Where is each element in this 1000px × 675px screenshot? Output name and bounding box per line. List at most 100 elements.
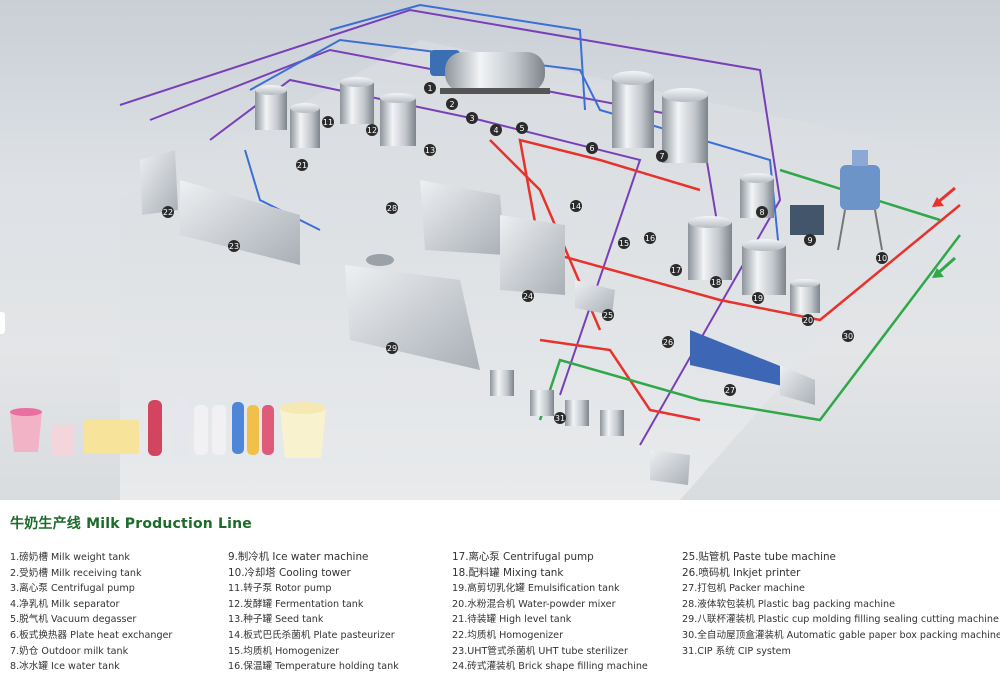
badge-number: 18 — [711, 278, 721, 287]
legend-item: 4.净乳机 Milk separator — [10, 598, 120, 610]
badge-9: 9 — [804, 234, 816, 246]
badge-23: 23 — [228, 240, 240, 252]
badge-11: 11 — [322, 116, 334, 128]
badge-27: 27 — [724, 384, 736, 396]
badge-number: 27 — [725, 386, 735, 395]
cip-system-tanks — [490, 370, 624, 436]
badge-17: 17 — [670, 264, 682, 276]
ice-water-machine — [790, 205, 824, 235]
badge-number: 8 — [759, 208, 764, 217]
badge-number: 12 — [367, 126, 377, 135]
legend-item: 25.贴管机 Paste tube machine — [682, 551, 836, 563]
legend-item: 5.脱气机 Vacuum degasser — [10, 614, 137, 626]
fermentation-tank-cluster — [255, 77, 416, 148]
legend-item: 30.全自动屋顶盒灌装机 Automatic gable paper box p… — [682, 629, 1000, 641]
legend-item: 29.八联杯灌装机 Plastic cup molding filling se… — [682, 614, 999, 626]
legend-item: 23.UHT管式杀菌机 UHT tube sterilizer — [452, 645, 628, 657]
legend-item: 31.CIP 系统 CIP system — [682, 645, 791, 657]
cooling-tower — [837, 150, 883, 251]
badge-number: 9 — [807, 236, 812, 245]
badge-number: 30 — [843, 332, 853, 341]
legend-item: 10.冷却塔 Cooling tower — [228, 566, 351, 579]
badge-number: 25 — [603, 311, 613, 320]
badge-number: 4 — [493, 126, 498, 135]
badge-24: 24 — [522, 290, 534, 302]
legend-item: 19.高剪切乳化罐 Emulsification tank — [452, 583, 620, 595]
badge-number: 23 — [229, 242, 239, 251]
badge-number: 15 — [619, 239, 629, 248]
badge-3: 3 — [466, 112, 478, 124]
badge-number: 14 — [571, 202, 581, 211]
legend-item: 8.冰水罐 Ice water tank — [10, 661, 120, 673]
badge-22: 22 — [162, 206, 174, 218]
badge-15: 15 — [618, 237, 630, 249]
legend-item: 9.制冷机 Ice water machine — [228, 551, 369, 563]
badge-1: 1 — [424, 82, 436, 94]
badge-number: 22 — [163, 208, 173, 217]
badge-5: 5 — [516, 122, 528, 134]
badge-number: 17 — [671, 266, 681, 275]
legend-column-4: 25.贴管机 Paste tube machine 26.喷码机 Inkjet p… — [682, 550, 1000, 659]
badge-number: 11 — [323, 118, 333, 127]
legend-item: 1.磅奶槽 Milk weight tank — [10, 552, 130, 563]
badge-number: 28 — [387, 204, 397, 213]
badge-number: 20 — [803, 316, 813, 325]
badge-26: 26 — [662, 336, 674, 348]
milk-tanker-truck — [430, 50, 550, 94]
badge-31: 31 — [554, 412, 566, 424]
outdoor-milk-silos — [612, 71, 708, 163]
badge-14: 14 — [570, 200, 582, 212]
badge-30: 30 — [842, 330, 854, 342]
badge-number: 21 — [297, 161, 307, 170]
badge-number: 19 — [753, 294, 763, 303]
filling-machines — [140, 150, 815, 485]
legend-item: 16.保温罐 Temperature holding tank — [228, 661, 399, 673]
badge-number: 16 — [645, 234, 655, 243]
badge-number: 2 — [449, 100, 454, 109]
page-title: 牛奶生产线 Milk Production Line — [10, 516, 252, 532]
legend-item: 12.发酵罐 Fermentation tank — [228, 598, 364, 610]
badge-10: 10 — [876, 252, 888, 264]
badge-4: 4 — [490, 124, 502, 136]
red-flow-arrow-icon — [932, 186, 956, 207]
badge-7: 7 — [656, 150, 668, 162]
legend-item: 15.均质机 Homogenizer — [228, 645, 340, 657]
legend-item: 20.水粉混合机 Water-powder mixer — [452, 598, 616, 610]
legend-item: 26.喷码机 Inkjet printer — [682, 566, 801, 579]
badge-number: 3 — [469, 114, 474, 123]
legend-column-2: 9.制冷机 Ice water machine 10.冷却塔 Cooling to… — [228, 550, 399, 675]
legend-item: 27.打包机 Packer machine — [682, 583, 805, 595]
edge-tab — [0, 312, 5, 334]
legend-item: 24.砖式灌装机 Brick shape filling machine — [452, 661, 648, 673]
legend-item: 14.板式巴氏杀菌机 Plate pasteurizer — [228, 629, 395, 641]
badge-13: 13 — [424, 144, 436, 156]
legend-item: 28.液体软包装机 Plastic bag packing machine — [682, 598, 895, 610]
legend-item: 13.种子罐 Seed tank — [228, 614, 324, 626]
badge-16: 16 — [644, 232, 656, 244]
green-flow-arrow-icon — [932, 256, 956, 278]
badge-number: 24 — [523, 292, 533, 301]
badge-28: 28 — [386, 202, 398, 214]
badge-8: 8 — [756, 206, 768, 218]
badge-number: 5 — [519, 124, 524, 133]
legend-item: 3.离心泵 Centrifugal pump — [10, 583, 135, 595]
legend-item: 7.奶仓 Outdoor milk tank — [10, 645, 129, 657]
legend-item: 6.板式换热器 Plate heat exchanger — [10, 629, 173, 641]
badge-20: 20 — [802, 314, 814, 326]
badge-number: 7 — [659, 152, 664, 161]
badge-21: 21 — [296, 159, 308, 171]
badge-number: 13 — [425, 146, 435, 155]
badge-12: 12 — [366, 124, 378, 136]
badge-18: 18 — [710, 276, 722, 288]
legend-item: 17.离心泵 Centrifugal pump — [452, 551, 594, 563]
badge-6: 6 — [586, 142, 598, 154]
badge-number: 31 — [555, 414, 565, 423]
badge-number: 6 — [589, 144, 594, 153]
badge-25: 25 — [602, 309, 614, 321]
production-line-drawing: 1234567891011121314151617181920212223242… — [10, 3, 980, 500]
badge-number: 26 — [663, 338, 673, 347]
